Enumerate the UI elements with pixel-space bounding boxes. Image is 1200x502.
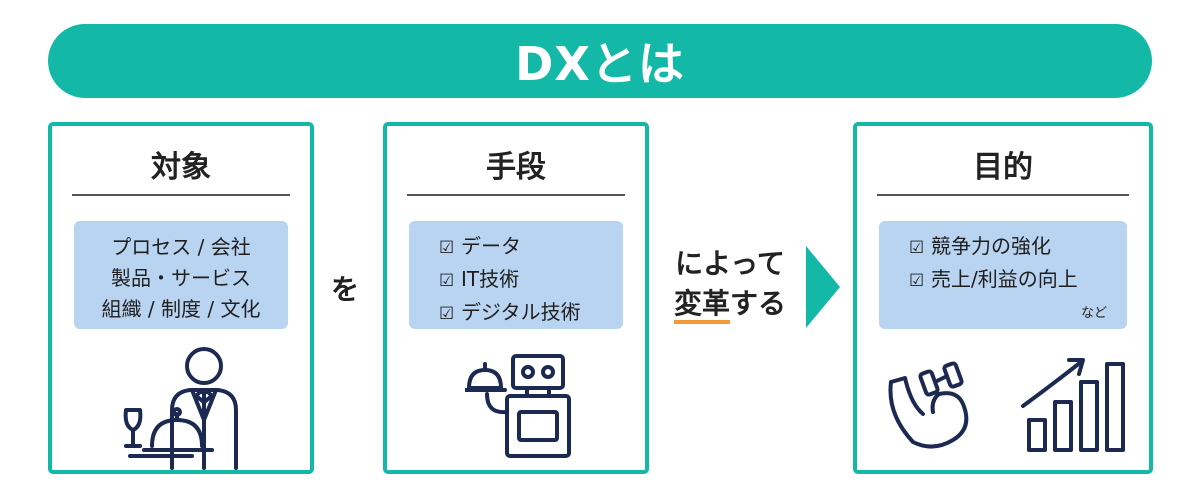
list-item: 製品・サービス bbox=[111, 266, 251, 290]
note-etc: など bbox=[1080, 306, 1107, 321]
list-item: ☑売上/利益の向上 bbox=[909, 264, 1127, 297]
card-target: 対象 プロセス / 会社 製品・サービス 組織 / 制度 / 文化 bbox=[48, 122, 314, 474]
checkbox-icon: ☑ bbox=[909, 271, 925, 291]
list-item: 組織 / 制度 / 文化 bbox=[101, 297, 261, 321]
means-list: ☑データ ☑IT技術 ☑デジタル技術 bbox=[409, 221, 623, 329]
divider bbox=[72, 194, 290, 196]
connector-henkaku-suru: 変革する bbox=[660, 284, 800, 324]
robot-waiter-icon bbox=[465, 354, 571, 458]
list-item: ☑データ bbox=[439, 231, 623, 264]
card-means: 手段 ☑データ ☑IT技術 ☑デジタル技術 bbox=[383, 122, 649, 474]
connector-yotte: によって bbox=[675, 247, 785, 280]
highlight-henkaku: 変革 bbox=[673, 287, 730, 324]
card-purpose: 目的 ☑競争力の強化 ☑売上/利益の向上 など bbox=[853, 122, 1153, 474]
list-item: ☑競争力の強化 bbox=[909, 231, 1127, 264]
arrow-right-icon bbox=[806, 246, 840, 328]
list-item: ☑デジタル技術 bbox=[439, 297, 623, 330]
checkbox-icon: ☑ bbox=[439, 271, 455, 291]
list-item: プロセス / 会社 bbox=[111, 235, 251, 259]
purpose-list: ☑競争力の強化 ☑売上/利益の向上 など bbox=[879, 221, 1127, 329]
list-item: ☑IT技術 bbox=[439, 264, 623, 297]
checkbox-icon: ☑ bbox=[439, 238, 455, 258]
connector-text: によって 変革する bbox=[660, 244, 800, 324]
title-banner: DXとは bbox=[48, 24, 1152, 98]
card-heading: 手段 bbox=[486, 150, 546, 185]
strength-growth-icon bbox=[888, 358, 1125, 452]
checkbox-icon: ☑ bbox=[439, 304, 455, 324]
target-list: プロセス / 会社 製品・サービス 組織 / 制度 / 文化 bbox=[74, 221, 288, 329]
checkbox-icon: ☑ bbox=[909, 238, 925, 258]
divider bbox=[407, 194, 625, 196]
connector-wo: を bbox=[331, 273, 360, 306]
waiter-serving-icon bbox=[123, 347, 238, 470]
card-heading: 対象 bbox=[151, 150, 211, 185]
divider bbox=[877, 194, 1129, 196]
page-title: DXとは bbox=[515, 37, 685, 91]
card-heading: 目的 bbox=[973, 150, 1033, 185]
